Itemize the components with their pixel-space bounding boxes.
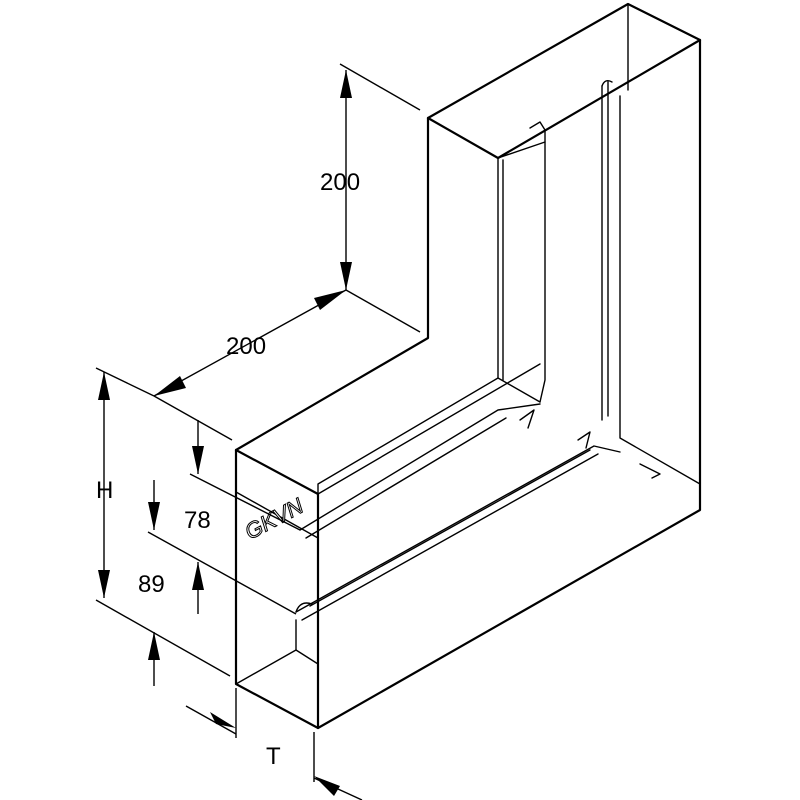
upper-offset-label: 78 — [184, 507, 211, 534]
dimension-vertical-200: 200 — [320, 63, 421, 333]
vertical-leg-label: 200 — [320, 169, 360, 196]
dimension-horizontal-200: 200 — [153, 289, 347, 441]
dimension-78: 78 — [148, 420, 301, 534]
dimension-height-H: H — [95, 367, 231, 677]
lower-offset-label: 89 — [138, 571, 165, 598]
horizontal-leg-label: 200 — [226, 333, 266, 360]
trunking-body — [234, 2, 702, 730]
dimension-89: 89 — [138, 531, 297, 686]
height-label: H — [96, 477, 113, 504]
dimension-thickness-T: T — [185, 688, 363, 800]
thickness-label: T — [266, 743, 281, 770]
